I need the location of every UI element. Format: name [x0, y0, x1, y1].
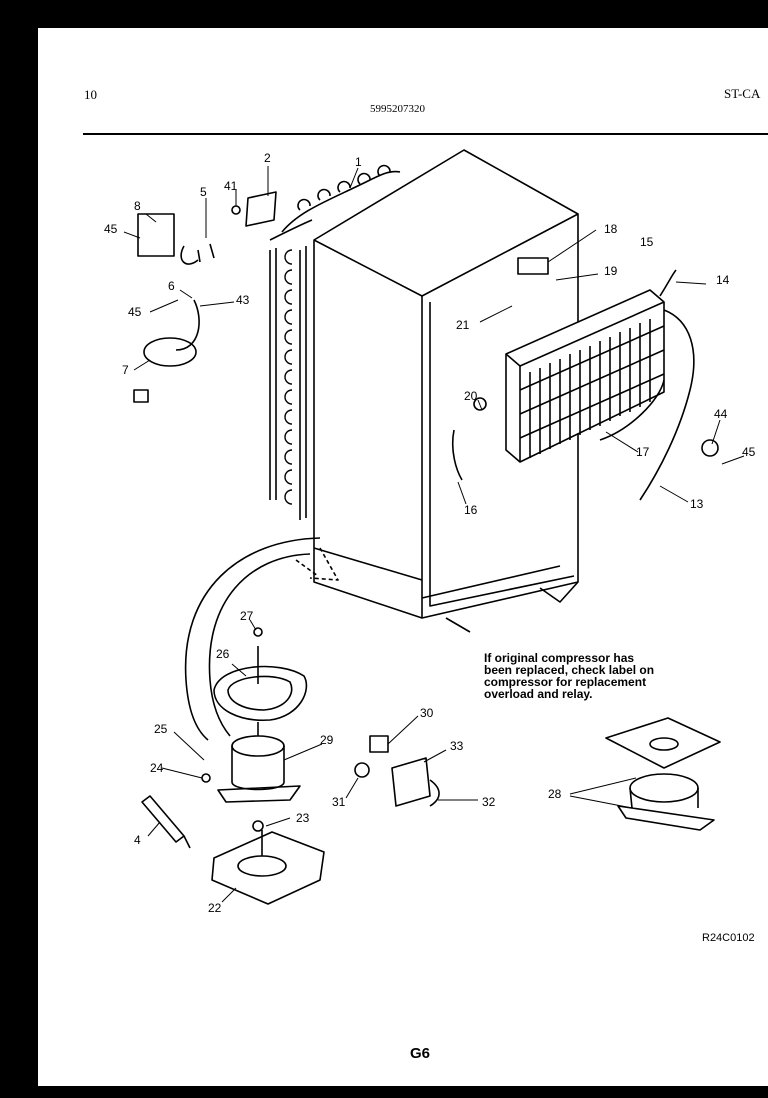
callout-label: 5 [200, 185, 207, 199]
catalog-code: ST-CA [724, 86, 761, 101]
page-label: G6 [410, 1045, 431, 1062]
part-number: 5995207320 [370, 103, 425, 115]
compressor-note: If original compressor has been replaced… [484, 652, 704, 700]
callout-label: 6 [168, 279, 175, 293]
callout-label: 1 [355, 155, 362, 169]
condenser-coil-drawing [269, 164, 401, 520]
callout-label: 31 [332, 795, 346, 809]
callout-label: 8 [134, 199, 141, 213]
callout-label: 20 [464, 389, 478, 403]
drain-hose-drawing [184, 537, 339, 741]
callout-label: 19 [604, 264, 618, 278]
note-line: been replaced, check label on [484, 663, 655, 677]
callout-label: 28 [548, 787, 562, 801]
callout-label: 45 [128, 305, 142, 319]
page-number: 10 [84, 87, 97, 102]
callout-label: 45 [742, 445, 756, 459]
callout-label: 33 [450, 739, 464, 753]
callout-label: 23 [296, 811, 310, 825]
callout-label: 16 [464, 503, 478, 517]
drawing-code: R24C0102 [702, 932, 755, 944]
callout-label: 21 [456, 318, 470, 332]
callout-label: 2 [264, 151, 271, 165]
callout-label: 32 [482, 795, 496, 809]
filter-drier-drawing [141, 795, 191, 849]
header-rule [83, 133, 768, 135]
callout-label: 30 [420, 706, 434, 720]
callout-label: 22 [208, 901, 222, 915]
alternate-compressor-drawing [605, 717, 721, 831]
callout-label: 18 [604, 222, 618, 236]
note-line: overload and relay. [484, 687, 593, 701]
compressor-base-drawing [211, 820, 325, 905]
callout-label: 15 [640, 235, 654, 249]
callout-label: 41 [224, 179, 238, 193]
callout-label: 7 [122, 363, 129, 377]
callout-label: 26 [216, 647, 230, 661]
callout-label: 45 [104, 222, 118, 236]
callout-label: 14 [716, 273, 730, 287]
cabinet-drawing [313, 149, 579, 633]
callout-label: 27 [240, 609, 254, 623]
evaporator-drawing [505, 269, 695, 501]
callout-labels: 1 2 4 5 6 7 8 13 14 15 16 17 18 19 20 21… [104, 151, 756, 915]
callout-label: 13 [690, 497, 704, 511]
callout-label: 24 [150, 761, 164, 775]
callout-label: 4 [134, 833, 141, 847]
callout-label: 44 [714, 407, 728, 421]
note-line: compressor for replacement [484, 675, 647, 689]
callout-label: 25 [154, 722, 168, 736]
callout-label: 43 [236, 293, 250, 307]
relay-overload-drawing [354, 735, 440, 807]
compressor-drawing [217, 722, 301, 803]
callout-label: 17 [636, 445, 650, 459]
drain-pan-drawing [213, 646, 308, 721]
callout-label: 29 [320, 733, 334, 747]
note-line: If original compressor has [484, 651, 635, 665]
leader-lines [123, 166, 745, 903]
